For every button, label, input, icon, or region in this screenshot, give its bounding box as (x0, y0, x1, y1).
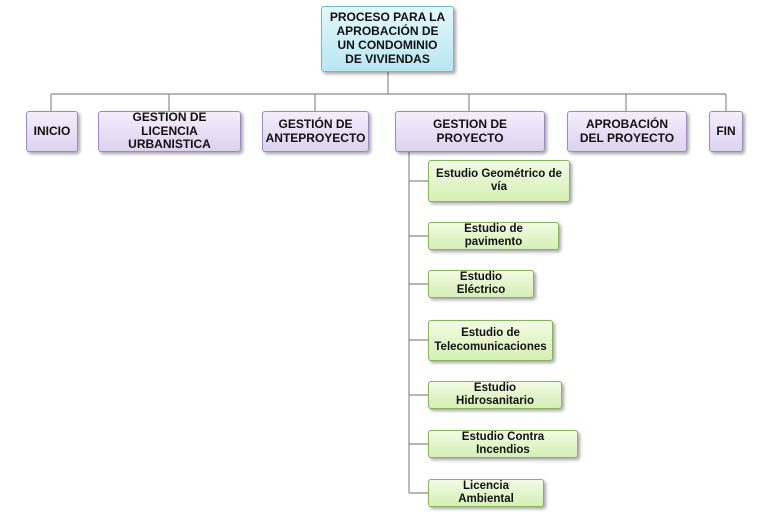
phase-gestion-proyecto[interactable]: GESTION DE PROYECTO (395, 111, 545, 152)
phase-fin[interactable]: FIN (709, 111, 743, 152)
task-estudio-electrico[interactable]: Estudio Eléctrico (428, 270, 534, 298)
task-estudio-pavimento[interactable]: Estudio de pavimento (428, 222, 559, 250)
phase-gestion-anteproyecto[interactable]: GESTIÓN DE ANTEPROYECTO (262, 111, 369, 152)
task-estudio-telecomunicaciones[interactable]: Estudio de Telecomunicaciones (428, 320, 553, 361)
phase-gestion-licencia-urbanistica[interactable]: GESTION DE LICENCIA URBANISTICA (98, 110, 241, 152)
task-estudio-contra-incendios[interactable]: Estudio Contra Incendios (428, 430, 578, 458)
phase-aprobacion-proyecto[interactable]: APROBACIÓN DEL PROYECTO (567, 111, 687, 152)
task-licencia-ambiental[interactable]: Licencia Ambiental (428, 479, 544, 507)
task-estudio-hidrosanitario[interactable]: Estudio Hidrosanitario (428, 381, 562, 409)
task-estudio-geometrico-via[interactable]: Estudio Geométrico de vía (428, 160, 570, 202)
phase-inicio[interactable]: INICIO (26, 111, 78, 152)
root-node[interactable]: PROCESO PARA LA APROBACIÓN DE UN CONDOMI… (321, 6, 454, 72)
